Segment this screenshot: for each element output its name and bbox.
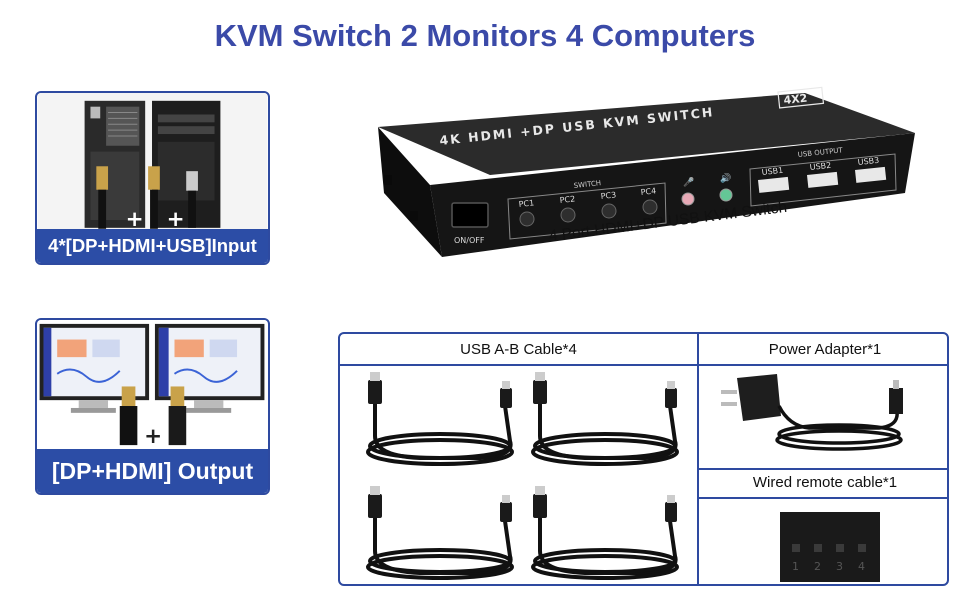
- svg-text:+: +: [144, 424, 162, 449]
- device-badge: 4X2: [783, 92, 808, 107]
- usb-cables-illustration: [366, 372, 679, 580]
- kvm-switch-device: 4K HDMI +DP USB KVM SWITCH 4X2 ON/OFF SW…: [370, 75, 930, 295]
- pc3-button[interactable]: [601, 203, 617, 219]
- remote-num-3: 3: [836, 560, 843, 573]
- page-title: KVM Switch 2 Monitors 4 Computers: [214, 18, 756, 53]
- input-label: 4*[DP+HDMI+USB]Input: [37, 229, 268, 263]
- pc2-button[interactable]: [560, 207, 576, 223]
- remote-module-illustration: 1 2 3 4: [780, 512, 880, 582]
- usb3-label: USB3: [857, 156, 879, 167]
- pc4-label: PC4: [640, 186, 656, 197]
- pc1-label: PC1: [518, 198, 534, 209]
- usb3-port[interactable]: [855, 166, 887, 183]
- svg-text:+: +: [126, 207, 144, 232]
- pc2-label: PC2: [559, 194, 575, 205]
- pc4-button[interactable]: [642, 199, 658, 215]
- remote-cable-title: Wired remote cable*1: [752, 474, 898, 491]
- audio-jack[interactable]: [719, 188, 733, 202]
- power-adapter-illustration: [721, 374, 903, 451]
- usb2-label: USB2: [809, 161, 831, 172]
- input-panel: + + 4*[DP+HDMI+USB]Input: [35, 91, 270, 265]
- power-adapter-title: Power Adapter*1: [768, 341, 882, 358]
- output-label: [DP+HDMI] Output: [37, 449, 268, 493]
- speaker-icon: 🔊: [720, 172, 731, 184]
- usb-cable-title: USB A-B Cable*4: [460, 341, 577, 358]
- power-label: ON/OFF: [454, 236, 485, 245]
- pc1-button[interactable]: [519, 211, 535, 227]
- remote-num-4: 4: [858, 560, 865, 573]
- switch-group-label: SWITCH: [573, 179, 601, 190]
- usb1-port[interactable]: [757, 176, 790, 193]
- mic-icon: 🎤: [683, 176, 694, 188]
- remote-num-2: 2: [814, 560, 821, 573]
- output-panel: + [DP+HDMI] Output: [35, 318, 270, 495]
- power-switch[interactable]: [451, 202, 489, 228]
- pc3-label: PC3: [600, 190, 616, 201]
- usb1-label: USB1: [761, 166, 783, 177]
- mic-jack[interactable]: [681, 192, 695, 206]
- accessories-box: USB A-B Cable*4 Power Adapter*1 Wired re…: [338, 332, 949, 586]
- usb2-port[interactable]: [807, 171, 839, 188]
- remote-num-1: 1: [792, 560, 799, 573]
- svg-text:+: +: [167, 207, 185, 232]
